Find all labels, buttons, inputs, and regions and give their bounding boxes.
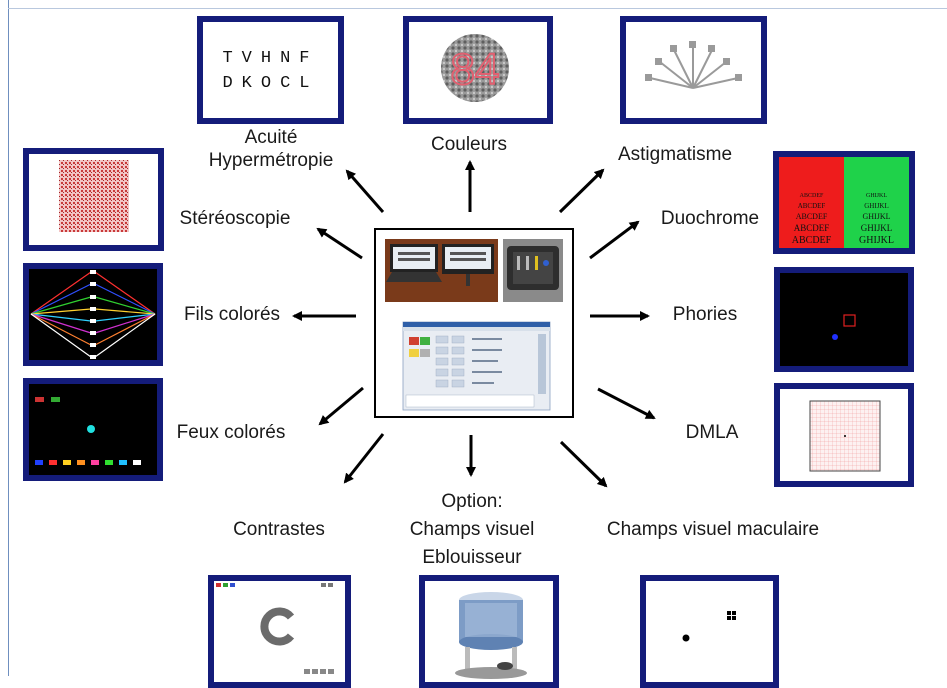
tile-dmla: [774, 383, 914, 487]
arrow-duochrome: [589, 220, 640, 260]
tile-fils-colores: [23, 263, 163, 366]
label-duochrome: Duochrome: [660, 208, 760, 229]
tile-duochrome: ABCDEF ABCDEF ABCDEF ABCDEF ABCDEF GHIJK…: [773, 151, 915, 254]
tile-acuite: TVHNF DKOCL: [197, 16, 344, 124]
duochrome-left-row: ABCDEF: [795, 212, 828, 221]
duochrome-right-row: GHIJKL: [862, 212, 891, 221]
duochrome-green-half: GHIJKL GHIJKL GHIJKL GHIJKL GHIJKL: [844, 157, 909, 248]
tile-champs-maculaire: [640, 575, 779, 688]
phories-target: [832, 314, 856, 340]
label-dmla: DMLA: [685, 422, 739, 443]
random-dot-stereogram: [59, 160, 129, 232]
glare-device: [455, 592, 527, 679]
duochrome-red-half: ABCDEF ABCDEF ABCDEF ABCDEF ABCDEF: [779, 157, 844, 248]
duochrome-right-row: GHIJKL: [859, 235, 894, 246]
duochrome-right-row: GHIJKL: [864, 202, 889, 210]
center-device-photo: [374, 228, 574, 418]
window-top-edge: [8, 8, 947, 9]
tile-couleurs: 84: [403, 16, 553, 124]
astigmatism-fan: [645, 41, 742, 89]
duochrome-left-row: ABCDEF: [797, 202, 826, 210]
arrow-feux-colores: [318, 386, 364, 426]
arrow-acuite: [345, 169, 385, 213]
ishihara-plate: 84: [441, 34, 509, 102]
label-contrastes: Contrastes: [233, 519, 325, 540]
device-composite: [385, 239, 563, 411]
contrast-test-screen: [216, 583, 334, 674]
arrow-stereoscopie: [316, 227, 363, 260]
label-champs-visuel: Champs visuel: [409, 519, 535, 540]
tile-eblouisseur: [419, 575, 559, 688]
arrow-contrastes: [343, 433, 385, 484]
label-hypermetropie: Hypermétropie: [208, 150, 334, 171]
colored-lights: [35, 397, 141, 465]
acuity-letters-row1: TVHNF: [222, 49, 319, 68]
duochrome-left-row: ABCDEF: [793, 223, 830, 233]
window-left-edge: [8, 0, 9, 676]
amsler-grid: [809, 400, 881, 472]
label-phories: Phories: [672, 304, 738, 325]
ishihara-number: 84: [451, 45, 500, 94]
label-option: Option:: [441, 491, 503, 512]
tile-astigmatisme: [620, 16, 767, 124]
colored-threads: [30, 270, 156, 359]
label-stereoscopie: Stéréoscopie: [179, 208, 291, 229]
duochrome-right-row: GHIJKL: [866, 193, 887, 199]
landolt-c: [260, 607, 295, 646]
acuity-letters-row2: DKOCL: [222, 74, 319, 93]
tile-contrastes: [208, 575, 351, 688]
label-acuite: Acuité: [244, 127, 298, 148]
label-eblouisseur: Eblouisseur: [422, 547, 522, 568]
duochrome-left-row: ABCDEF: [791, 235, 832, 246]
arrow-astigmatisme: [558, 168, 605, 214]
label-champs-maculaire: Champs visuel maculaire: [606, 519, 820, 540]
duochrome-left-row: ABCDEF: [799, 193, 824, 199]
tile-stereoscopie: [23, 148, 164, 251]
tile-feux-colores: [23, 378, 163, 481]
macular-field-target: [682, 611, 736, 642]
label-astigmatisme: Astigmatisme: [617, 144, 733, 165]
arrow-dmla: [597, 387, 656, 420]
label-fils-colores: Fils colorés: [183, 304, 281, 325]
label-couleurs: Couleurs: [430, 134, 508, 155]
arrow-champs-maculaire: [559, 440, 608, 488]
label-feux-colores: Feux colorés: [176, 422, 286, 443]
tile-phories: [774, 267, 914, 372]
duochrome-right-row: GHIJKL: [860, 223, 893, 233]
